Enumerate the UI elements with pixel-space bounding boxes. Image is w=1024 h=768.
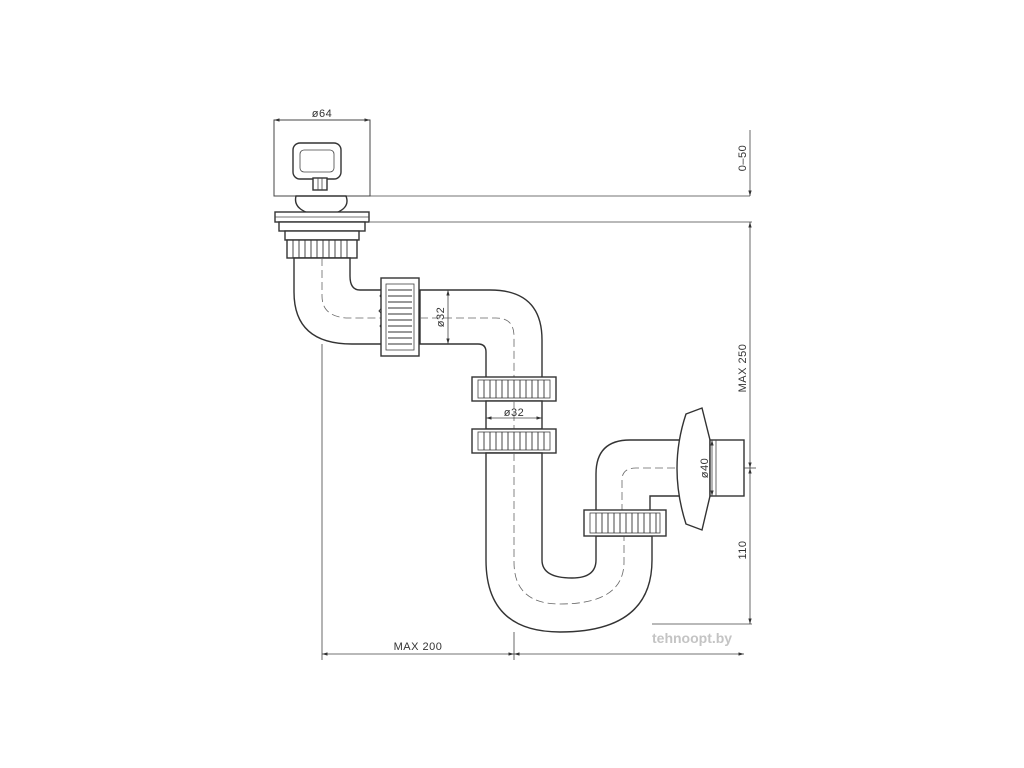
dim-plug-height: 0–50 (737, 130, 752, 196)
drain-flange (274, 195, 370, 259)
dim-trap-pipe-diameter: ø32 (486, 407, 542, 420)
u-trap (485, 452, 653, 633)
outlet-elbow (595, 439, 691, 513)
dim-inlet-pipe-diameter: ø32 (435, 290, 450, 344)
dim-outlet-height: 110 (737, 468, 752, 624)
dim-max-height-label: MAX 250 (737, 344, 749, 393)
inlet-elbow (293, 257, 389, 345)
dim-max-height: MAX 250 (737, 222, 752, 468)
inlet-nut (380, 277, 420, 357)
dim-outlet-height-label: 110 (737, 540, 749, 559)
watermark-text: tehnoopt.by (652, 630, 732, 646)
dim-max-offset-label: MAX 200 (394, 641, 443, 653)
dim-outlet-diameter-label: ø40 (699, 458, 711, 478)
trap-middle-pipe (485, 400, 543, 430)
dim-inlet-pipe-diameter-label: ø32 (435, 307, 447, 327)
dim-trap-pipe-diameter-label: ø32 (504, 407, 524, 419)
extension-lines (321, 195, 756, 660)
dim-outlet-diameter: ø40 (699, 440, 714, 496)
horizontal-pipe (419, 289, 543, 381)
dim-max-offset: MAX 200 (322, 641, 744, 656)
flange-ribs (292, 240, 348, 258)
outlet-nut (583, 509, 667, 537)
trap-lower-nut (471, 428, 557, 454)
trap-upper-nut (471, 376, 557, 402)
wall-rosette (676, 407, 745, 531)
dim-drain-diameter-label: ø64 (312, 108, 332, 120)
drain-grate (273, 119, 371, 197)
dim-plug-height-label: 0–50 (737, 145, 749, 171)
dim-drain-diameter: ø64 (274, 108, 370, 122)
